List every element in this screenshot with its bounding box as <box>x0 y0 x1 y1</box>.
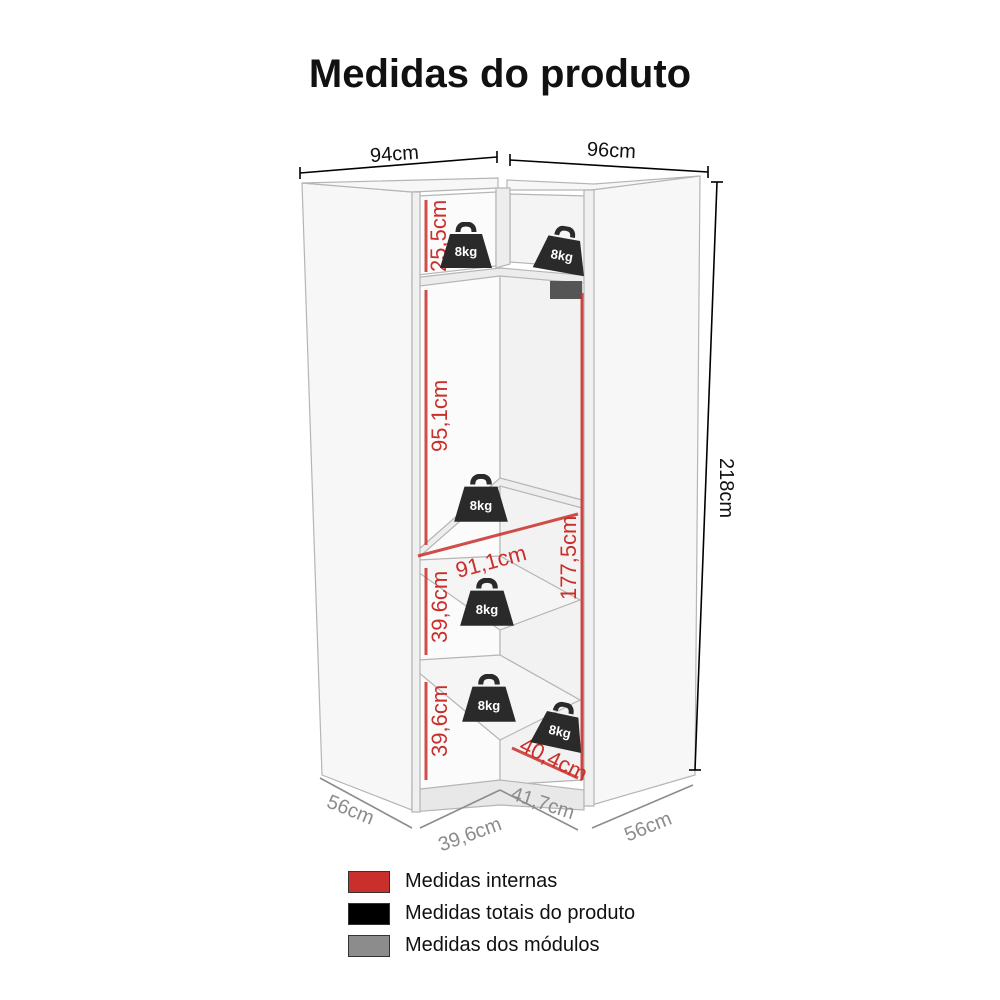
legend: Medidas internas Medidas totais do produ… <box>348 866 635 962</box>
page-title: Medidas do produto <box>308 52 692 96</box>
module-dimension-lines <box>319 777 694 831</box>
weight-label: 8kg <box>455 244 477 259</box>
legend-label: Medidas dos módulos <box>405 934 600 956</box>
left-side-panel <box>301 182 413 811</box>
height-label: 218cm <box>715 458 737 518</box>
internal-lines <box>417 200 584 780</box>
front-left-label: 39,6cm <box>435 813 504 856</box>
legend-item-internal: Medidas internas <box>348 866 635 897</box>
left-width-label: 94cm <box>369 142 419 167</box>
front-upright-right <box>583 189 595 807</box>
weight-icon-5: 8kg <box>462 676 516 721</box>
right-height-label: 177,5cm <box>556 516 581 600</box>
weight-label: 8kg <box>476 602 498 617</box>
legend-swatch-total <box>348 902 390 925</box>
weight-icon-2: 8kg <box>533 224 592 276</box>
weight-icon-3: 8kg <box>454 476 508 521</box>
legend-label: Medidas totais do produto <box>405 902 636 924</box>
legend-item-total: Medidas totais do produto <box>348 898 635 929</box>
weight-icon-4: 8kg <box>460 580 514 625</box>
bottom-niche-height-label: 39,6cm <box>427 685 452 757</box>
right-depth-label: 56cm <box>621 808 675 847</box>
right-side-panel <box>591 175 701 806</box>
weight-icon-1: 8kg <box>440 224 492 268</box>
weight-label: 8kg <box>547 722 572 741</box>
left-depth-label: 56cm <box>324 791 378 830</box>
right-width-label: 96cm <box>586 139 636 164</box>
top-divider <box>495 187 511 269</box>
legend-label: Medidas internas <box>405 870 558 892</box>
weight-label: 8kg <box>550 246 575 265</box>
weight-label: 8kg <box>470 498 492 513</box>
legend-swatch-internal <box>348 870 390 893</box>
front-upright-left <box>411 191 421 813</box>
legend-swatch-module <box>348 934 390 957</box>
weight-label: 8kg <box>478 698 500 713</box>
mid-niche-height-label: 39,6cm <box>427 571 452 643</box>
weight-icon-6: 8kg <box>530 699 590 753</box>
hanging-rod-bracket <box>550 281 582 299</box>
wardrobe-body <box>301 175 701 813</box>
hanging-height-label: 95,1cm <box>427 380 452 452</box>
total-dimension-lines <box>299 151 723 771</box>
legend-item-module: Medidas dos módulos <box>348 930 635 961</box>
